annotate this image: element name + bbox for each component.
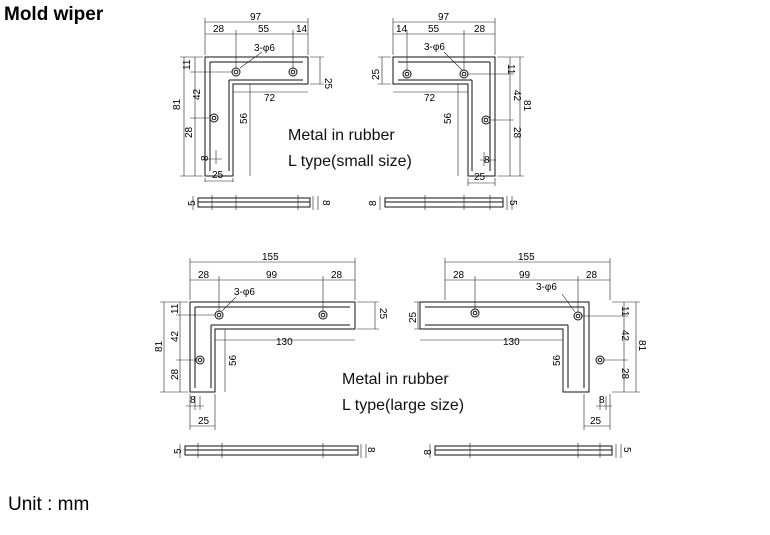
small-right-inner-height: 56 — [443, 112, 454, 124]
large-left-right-offset: 28 — [331, 270, 343, 281]
large-right-holes: 3-φ6 — [536, 282, 557, 293]
small-right-holes: 3-φ6 — [424, 42, 445, 53]
large-left-leg-width: 25 — [198, 416, 210, 427]
small-left-thickness-a: 5 — [187, 200, 198, 206]
small-left-overall-height: 81 — [172, 98, 183, 110]
large-right-leg-offset: 8 — [599, 395, 605, 406]
small-left-top-offset: 11 — [182, 59, 193, 70]
small-right-bottom-offset: 28 — [511, 127, 522, 139]
small-right-top-offset: 11 — [505, 64, 516, 75]
large-right-overall-height: 81 — [636, 340, 647, 352]
large-right-inner-length: 130 — [503, 337, 520, 348]
small-right-left-offset: 28 — [474, 24, 486, 35]
small-right-arm-height: 25 — [371, 68, 382, 80]
small-left-right-offset: 14 — [296, 24, 308, 35]
large-right-right-offset: 28 — [586, 270, 598, 281]
small-right-thickness-a: 5 — [507, 200, 518, 206]
small-right-right-offset: 14 — [396, 24, 408, 35]
small-left-holes: 3-φ6 — [254, 43, 275, 54]
large-left-left-offset: 28 — [198, 270, 210, 281]
large-left-overall-width: 155 — [262, 252, 279, 263]
small-caption: Metal in rubber L type(small size) — [288, 123, 412, 175]
large-left-hole-spacing: 99 — [266, 270, 278, 281]
large-left-inner-length: 130 — [276, 337, 293, 348]
large-caption: Metal in rubber L type(large size) — [342, 367, 464, 419]
small-left-drawing — [180, 18, 324, 182]
large-right-thickness-b: 8 — [423, 449, 434, 455]
large-right-thickness-a: 5 — [621, 447, 632, 453]
small-left-leg-width: 25 — [212, 170, 224, 181]
large-left-side-view — [179, 443, 367, 458]
large-left-holes: 3-φ6 — [234, 287, 255, 298]
small-left-overall-width: 97 — [250, 12, 262, 23]
small-right-leg-width: 25 — [474, 172, 486, 183]
small-left-inner-height: 56 — [239, 112, 250, 124]
small-right-overall-width: 97 — [438, 12, 450, 23]
large-right-bottom-offset: 28 — [619, 368, 630, 380]
large-left-thickness-b: 8 — [365, 447, 376, 453]
large-left-inner-height: 56 — [228, 354, 239, 366]
small-left-bottom-offset: 28 — [184, 126, 195, 138]
large-right-drawing — [414, 258, 640, 430]
small-left-side-view — [192, 195, 319, 210]
large-right-arm-height: 25 — [408, 311, 419, 323]
large-right-hole-gap: 42 — [619, 330, 630, 342]
large-left-drawing — [160, 258, 379, 430]
large-right-overall-width: 155 — [518, 252, 535, 263]
small-caption-line1: Metal in rubber — [288, 127, 395, 144]
small-right-inner-length: 72 — [424, 93, 436, 104]
small-left-left-offset: 28 — [213, 24, 225, 35]
large-right-leg-width: 25 — [590, 416, 602, 427]
large-right-inner-height: 56 — [552, 354, 563, 366]
small-left-leg-offset: 8 — [200, 155, 211, 161]
small-right-side-view — [379, 195, 513, 210]
small-left-inner-length: 72 — [264, 93, 276, 104]
small-left-hole-gap: 42 — [192, 88, 203, 100]
unit-label: Unit : mm — [8, 494, 90, 515]
small-right-hole-spacing: 55 — [428, 24, 440, 35]
large-left-hole-gap: 42 — [170, 330, 181, 342]
large-left-arm-height: 25 — [377, 308, 388, 320]
small-left-thickness-b: 8 — [320, 200, 331, 206]
large-left-overall-height: 81 — [154, 340, 165, 352]
small-left-arm-height: 25 — [322, 78, 333, 90]
small-caption-line2: L type(small size) — [288, 153, 412, 170]
large-left-bottom-offset: 28 — [170, 368, 181, 380]
small-right-overall-height: 81 — [521, 100, 532, 112]
large-left-thickness-a: 5 — [173, 448, 184, 454]
large-right-top-offset: 11 — [619, 306, 630, 317]
small-right-hole-gap: 42 — [511, 90, 522, 102]
small-right-thickness-b: 8 — [368, 200, 379, 206]
large-right-side-view — [429, 443, 622, 458]
large-right-left-offset: 28 — [453, 270, 465, 281]
small-right-drawing — [378, 18, 524, 186]
large-caption-line1: Metal in rubber — [342, 371, 449, 388]
large-right-hole-spacing: 99 — [519, 270, 531, 281]
page-title: Mold wiper — [4, 4, 104, 25]
large-left-leg-offset: 8 — [190, 395, 196, 406]
large-left-top-offset: 11 — [170, 303, 181, 314]
small-right-leg-offset: 8 — [484, 155, 490, 166]
large-caption-line2: L type(large size) — [342, 397, 465, 414]
small-left-hole-spacing: 55 — [258, 24, 270, 35]
